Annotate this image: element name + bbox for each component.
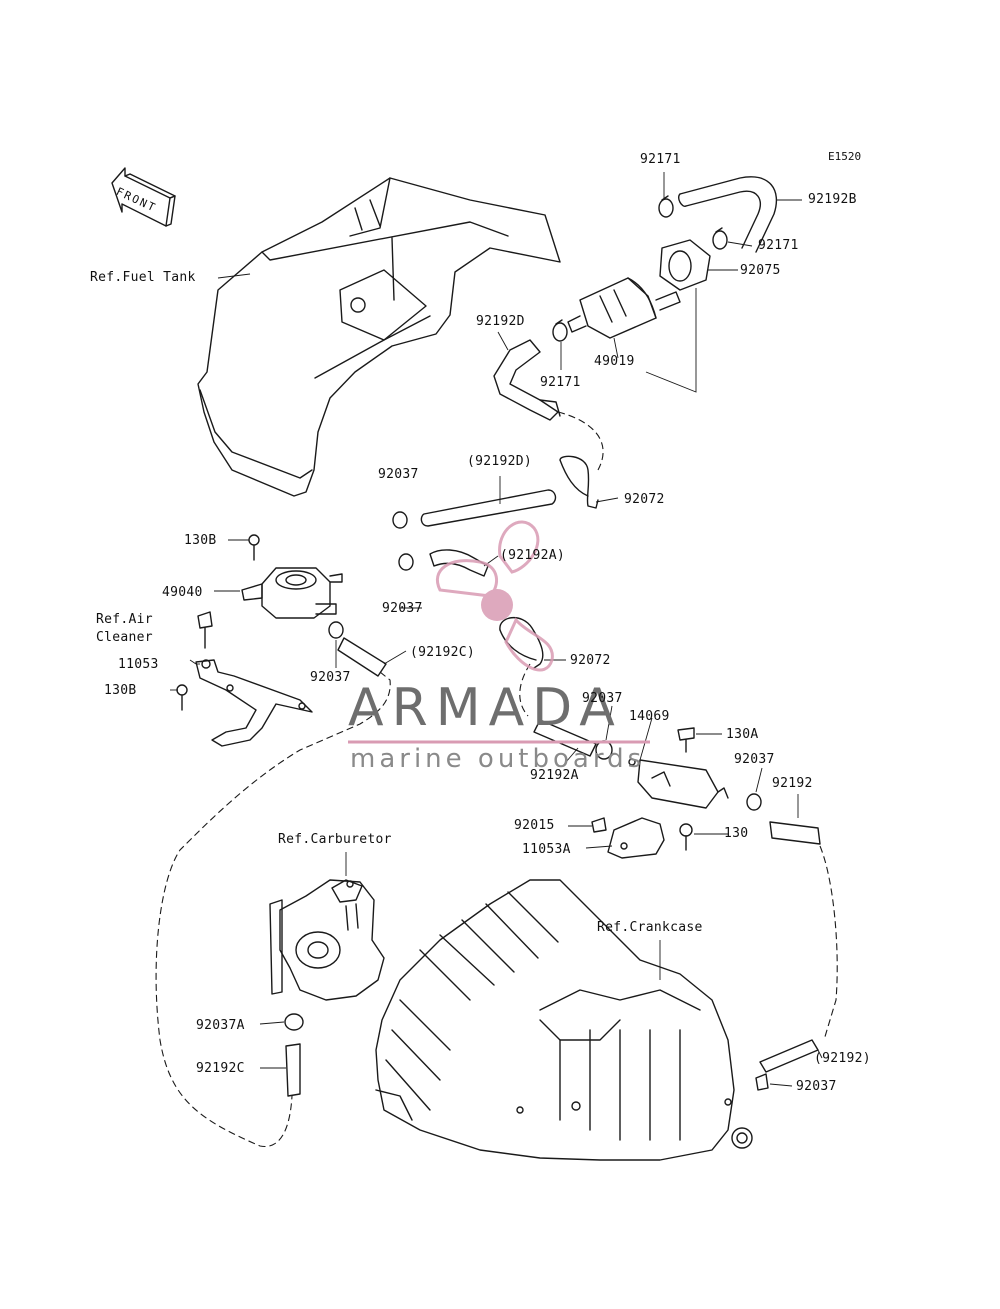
part-label-92075: 92075 xyxy=(740,263,781,278)
part-label-130B-bottom: 130B xyxy=(104,683,137,698)
part-label-92037-a: 92037 xyxy=(378,467,419,482)
part-label-92015: 92015 xyxy=(514,818,555,833)
part-label-11053A: 11053A xyxy=(522,842,571,857)
filter-bracket-92075-shape xyxy=(659,239,711,291)
watermark-title: ARMADA xyxy=(348,678,623,738)
part-label-130A: 130A xyxy=(726,727,759,742)
clamp-92037-b-shape xyxy=(398,553,414,571)
part-label-92037-e: 92037 xyxy=(734,752,775,767)
part-label-92192A: 92192A xyxy=(530,768,579,783)
hose-92192A-shape xyxy=(429,549,489,577)
clamp-92171-right-shape xyxy=(712,227,728,250)
carburetor-shape xyxy=(269,879,385,1001)
part-label-92192D-paren: (92192D) xyxy=(467,454,533,469)
part-label-49019: 49019 xyxy=(594,354,635,369)
part-label-92192D: 92192D xyxy=(476,314,525,329)
watermark-subtitle: marine outboards xyxy=(350,744,646,774)
clamp-92072-mid-shape xyxy=(499,617,544,669)
ref-air-cleaner-label: Ref.Air Cleaner xyxy=(96,612,153,645)
bracket-11053-shape xyxy=(195,611,313,747)
hose-92192D-shape xyxy=(493,339,561,421)
ref-carburetor-label: Ref.Carburetor xyxy=(278,832,392,847)
part-14069-shape xyxy=(628,758,729,809)
part-label-92171-mid: 92171 xyxy=(540,375,581,390)
hose-92192D-middle-shape xyxy=(420,489,557,527)
hose-92192C-lower-shape xyxy=(285,1043,301,1097)
part-label-92192-paren: (92192) xyxy=(814,1051,871,1066)
clamp-92171-mid-shape xyxy=(552,319,568,342)
part-label-92072-mid: 92072 xyxy=(570,653,611,668)
clamp-92037-e-shape xyxy=(746,793,762,811)
watermark-propeller-icon xyxy=(436,520,554,672)
crankcase-shape xyxy=(375,879,753,1161)
part-label-92072-top: 92072 xyxy=(624,492,665,507)
part-label-92037-f: 92037 xyxy=(796,1079,837,1094)
part-label-92192C-paren: (92192C) xyxy=(410,645,476,660)
clamp-92037-a-shape xyxy=(392,511,408,529)
hose-92192C-upper-shape xyxy=(328,621,387,677)
part-label-92192A-paren: (92192A) xyxy=(500,548,566,563)
fuel-filter-49019-shape xyxy=(567,277,681,339)
bracket-11053A-shape xyxy=(591,817,665,859)
part-label-49040: 49040 xyxy=(162,585,203,600)
fuel-pump-49040-shape xyxy=(241,534,343,619)
ref-fuel-tank-label: Ref.Fuel Tank xyxy=(90,270,196,285)
bolt-130A-shape xyxy=(677,727,695,753)
clamp-92072-top-shape xyxy=(559,455,599,509)
bolt-130-shape xyxy=(679,823,693,851)
bolt-130B-bottom-shape xyxy=(176,684,188,711)
part-label-92192C: 92192C xyxy=(196,1061,245,1076)
part-label-14069: 14069 xyxy=(629,709,670,724)
ref-crankcase-label: Ref.Crankcase xyxy=(597,920,703,935)
part-label-92171-right: 92171 xyxy=(758,238,799,253)
part-label-11053: 11053 xyxy=(118,657,159,672)
hose-92192B-shape xyxy=(677,176,778,253)
front-arrow-icon xyxy=(111,167,176,227)
part-label-92192B: 92192B xyxy=(808,192,857,207)
part-label-92171-top: 92171 xyxy=(640,152,681,167)
part-label-130: 130 xyxy=(724,826,749,841)
diagram-code: E1520 xyxy=(828,150,862,163)
part-label-92037-d: 92037 xyxy=(582,691,623,706)
hose-92192-shape xyxy=(769,821,821,845)
clamp-92171-top-shape xyxy=(658,195,674,218)
clamp-92037A-shape xyxy=(284,1013,304,1031)
part-label-130B-top: 130B xyxy=(184,533,217,548)
part-label-92037-b: 92037 xyxy=(382,601,423,616)
part-label-92037A: 92037A xyxy=(196,1018,245,1033)
fuel-tank-shape xyxy=(197,177,561,497)
part-label-92037-c: 92037 xyxy=(310,670,351,685)
part-label-92192: 92192 xyxy=(772,776,813,791)
